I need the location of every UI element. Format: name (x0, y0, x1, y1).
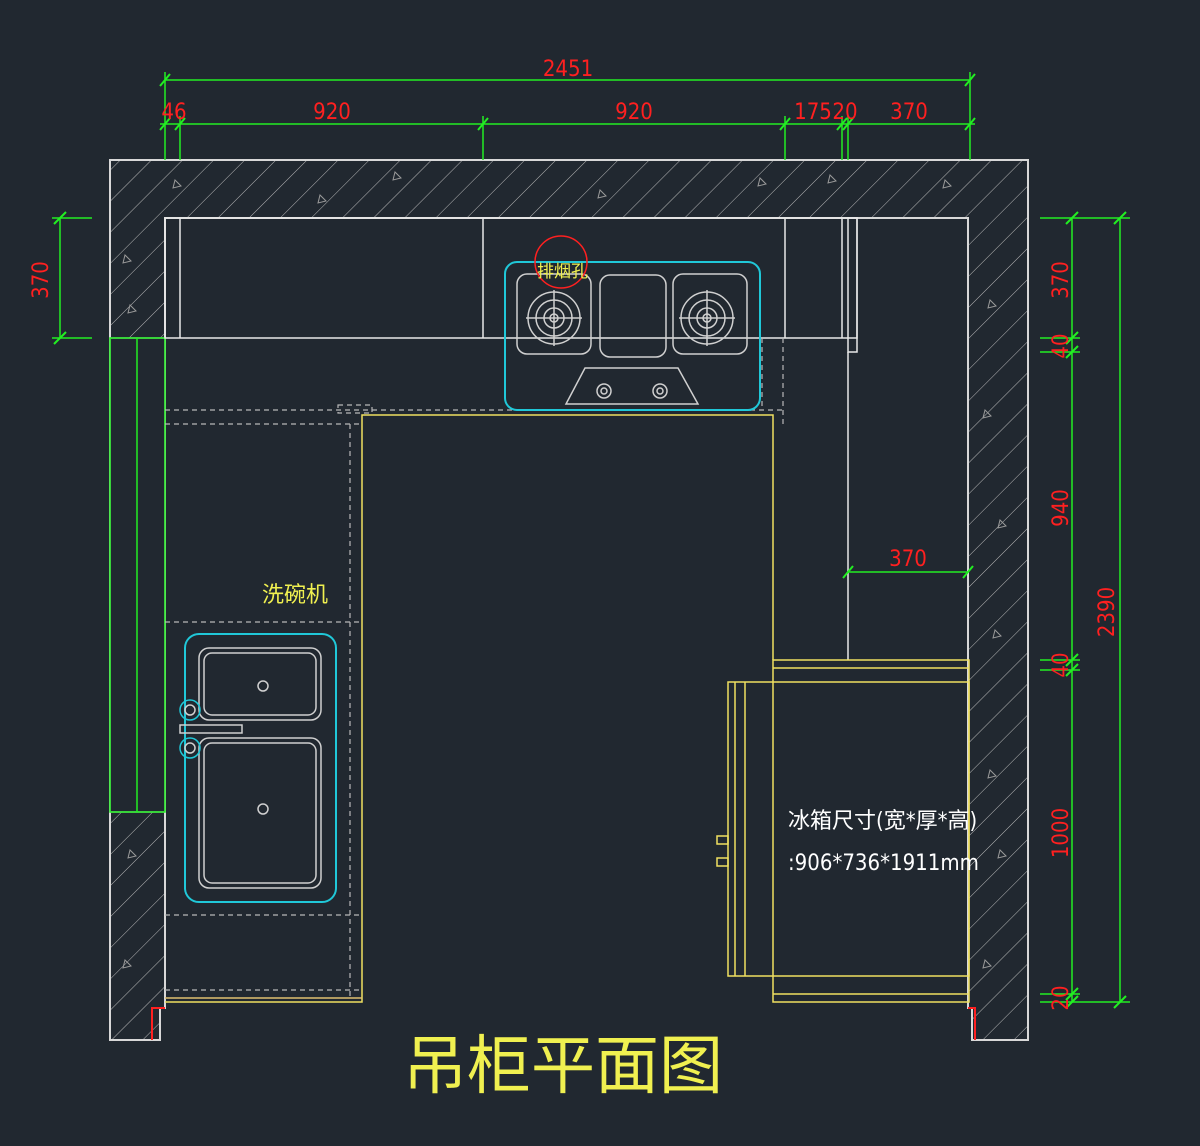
double-sink (179, 633, 337, 903)
dimension-lines (52, 72, 1130, 1009)
dim-right-seg-4: 40 (1049, 652, 1074, 677)
dimension-texts: 2451 46 920 920 175 20 370 370 370 40 94… (29, 57, 1120, 1011)
left-window-frame (109, 337, 166, 813)
dim-left-370: 370 (29, 261, 54, 299)
drawing-title: 吊柜平面图 (403, 1030, 723, 1104)
dim-top-seg-5: 20 (832, 100, 857, 125)
upper-cabinets (164, 217, 858, 660)
dim-top-seg-6: 370 (890, 100, 928, 125)
exhaust-hole-marker (534, 235, 588, 289)
dishwasher-label: 洗碗机 (262, 583, 328, 608)
dim-top-seg-3: 920 (615, 100, 653, 125)
dim-top-total: 2451 (543, 57, 593, 82)
dim-inner-370: 370 (889, 547, 927, 572)
dim-top-seg-2: 920 (313, 100, 351, 125)
dim-right-seg-1: 370 (1049, 261, 1074, 299)
dim-right-total: 2390 (1095, 587, 1120, 637)
gas-stove (504, 261, 761, 411)
dim-top-seg-1: 46 (161, 100, 186, 125)
dim-right-seg-3: 940 (1049, 489, 1074, 527)
counter-edge (165, 414, 774, 1003)
dim-right-seg-2: 40 (1049, 333, 1074, 358)
fridge-size-value: :906*736*1911mm (788, 851, 979, 876)
exhaust-hole-label: 排烟孔 (537, 262, 588, 282)
refrigerator (716, 659, 970, 1003)
wall-structure (109, 159, 1029, 1041)
lower-counter-dashed (165, 338, 784, 1000)
fridge-size-label: 冰箱尺寸(宽*厚*高) (788, 809, 977, 834)
dim-top-seg-4: 175 (794, 100, 832, 125)
dim-right-seg-5: 1000 (1049, 808, 1074, 858)
dim-right-seg-6: 20 (1049, 985, 1074, 1010)
